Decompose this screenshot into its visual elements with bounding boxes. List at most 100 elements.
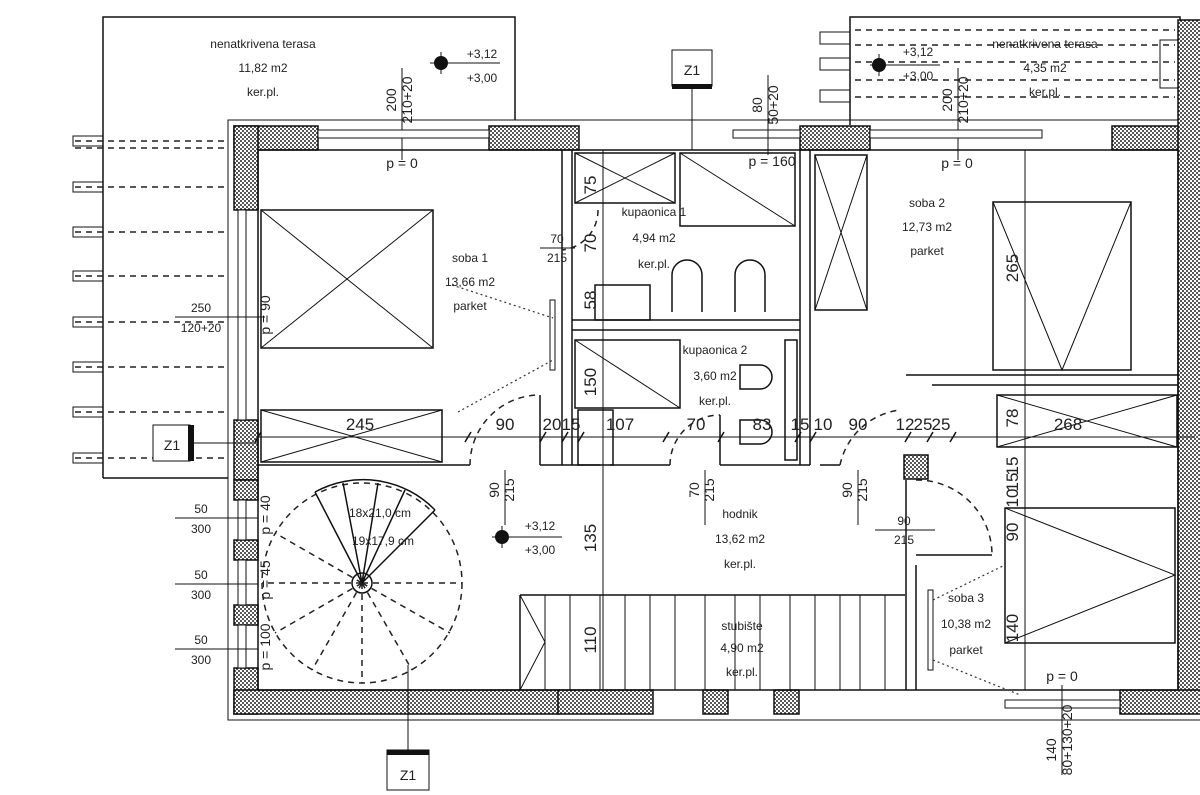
- interior-walls: [257, 149, 1179, 691]
- svg-text:215: 215: [894, 533, 914, 547]
- svg-text:215: 215: [701, 478, 717, 502]
- svg-text:120+20: 120+20: [181, 321, 222, 335]
- svg-text:140: 140: [1043, 738, 1059, 762]
- svg-text:p = 160: p = 160: [748, 153, 795, 169]
- dimension-chain: 245 90 20 15 107 70 83 15 10 90 12 25 25…: [254, 150, 1195, 690]
- svg-text:15: 15: [1003, 473, 1022, 492]
- room-name: soba 3: [948, 591, 984, 605]
- room-floor: parket: [453, 299, 487, 313]
- svg-text:20: 20: [543, 415, 562, 434]
- room-name: nenatkrivena terasa: [992, 37, 1098, 51]
- svg-text:140: 140: [1003, 614, 1022, 642]
- svg-text:p = 100: p = 100: [257, 623, 273, 670]
- room-name: stubište: [721, 619, 763, 633]
- svg-text:215: 215: [854, 478, 870, 502]
- svg-text:300: 300: [191, 588, 211, 602]
- svg-text:135: 135: [581, 524, 600, 552]
- svg-text:90: 90: [839, 482, 855, 498]
- bathtub-1: [679, 152, 796, 227]
- svg-text:70: 70: [581, 234, 600, 253]
- svg-text:+3,12: +3,12: [467, 47, 498, 61]
- parapet-labels: p = 0 p = 0 p = 160 p = 0 p = 90 p = 40 …: [257, 153, 1078, 684]
- svg-text:10: 10: [1003, 489, 1022, 508]
- svg-text:200: 200: [939, 88, 955, 112]
- spiral-staircase: 18x21,0 cm 19x17,9 cm: [261, 478, 463, 684]
- svg-text:15: 15: [562, 415, 581, 434]
- room-labels: soba 1 13,66 m2 parket soba 2 12,73 m2 p…: [445, 196, 991, 679]
- svg-text:p = 40: p = 40: [257, 495, 273, 535]
- level-marker: +3,12 +3,00: [870, 45, 940, 83]
- svg-text:50: 50: [194, 633, 208, 647]
- svg-text:210+20: 210+20: [955, 76, 971, 123]
- room-area: 4,35 m2: [1023, 61, 1067, 75]
- room-area: 12,73 m2: [902, 220, 952, 234]
- section-marker-top: Z1: [671, 49, 713, 150]
- wardrobe-soba2: [814, 154, 868, 311]
- svg-text:110: 110: [581, 626, 600, 653]
- room-name: kupaonica 2: [683, 343, 748, 357]
- svg-text:75: 75: [581, 176, 600, 195]
- bed-soba2: [992, 201, 1132, 372]
- room-area: 4,90 m2: [720, 641, 764, 655]
- svg-text:90: 90: [1003, 523, 1022, 542]
- straight-staircase: [519, 594, 886, 691]
- room-name: nenatkrivena terasa: [210, 37, 316, 51]
- room-name: hodnik: [722, 507, 758, 521]
- svg-text:200: 200: [383, 88, 399, 112]
- svg-text:265: 265: [1003, 254, 1022, 282]
- bed-soba3: [1004, 507, 1177, 644]
- svg-text:90: 90: [897, 514, 911, 528]
- toilet-2: [739, 339, 798, 461]
- svg-text:25: 25: [914, 415, 933, 434]
- svg-text:107: 107: [606, 415, 634, 434]
- svg-text:25: 25: [932, 415, 951, 434]
- room-name: soba 2: [909, 196, 945, 210]
- svg-text:58: 58: [581, 291, 600, 310]
- shower-2: [574, 339, 681, 466]
- room-floor: ker.pl.: [247, 85, 279, 99]
- room-area: 11,82 m2: [238, 61, 287, 75]
- svg-text:50: 50: [194, 502, 208, 516]
- svg-text:90: 90: [486, 482, 502, 498]
- toilets: [594, 259, 766, 321]
- svg-text:83: 83: [753, 415, 772, 434]
- section-marker-bottom: Z1: [386, 665, 430, 791]
- svg-text:+3,00: +3,00: [525, 543, 556, 557]
- svg-text:210+20: 210+20: [399, 76, 415, 123]
- svg-text:15: 15: [1003, 457, 1022, 476]
- svg-text:10: 10: [814, 415, 833, 434]
- svg-text:+3,00: +3,00: [467, 71, 498, 85]
- svg-text:50+20: 50+20: [765, 85, 781, 125]
- svg-text:p = 90: p = 90: [257, 295, 273, 335]
- svg-text:50: 50: [194, 568, 208, 582]
- svg-text:300: 300: [191, 522, 211, 536]
- opening-labels: 80 50+20 250 120+20 70 215 90 215 70 215…: [175, 75, 1075, 775]
- svg-text:70: 70: [550, 232, 564, 246]
- room-floor: parket: [910, 244, 944, 258]
- room-area: 3,60 m2: [693, 369, 737, 383]
- svg-text:150: 150: [581, 368, 600, 396]
- terrace-right: nenatkrivena terasa 4,35 m2 ker.pl. +3,1…: [819, 16, 1181, 160]
- furniture: [260, 152, 1178, 644]
- section-marker-left: Z1: [152, 424, 258, 462]
- svg-text:15: 15: [791, 415, 810, 434]
- room-name: kupaonica 1: [622, 205, 687, 219]
- svg-text:Z1: Z1: [164, 437, 181, 453]
- svg-text:80+130+20: 80+130+20: [1059, 704, 1075, 775]
- svg-text:215: 215: [501, 478, 517, 502]
- wardrobe-soba1: [260, 409, 443, 463]
- level-marker-hodnik: +3,12 +3,00: [492, 519, 562, 557]
- room-area: 13,62 m2: [715, 532, 765, 546]
- svg-text:215: 215: [547, 251, 567, 265]
- svg-text:80: 80: [749, 97, 765, 113]
- svg-text:+3,12: +3,12: [903, 45, 934, 59]
- bed-soba1: [260, 209, 434, 349]
- svg-text:70: 70: [686, 482, 702, 498]
- svg-text:+3,00: +3,00: [903, 69, 934, 83]
- room-area: 4,94 m2: [632, 231, 676, 245]
- shower-1: [574, 152, 676, 204]
- svg-text:300: 300: [191, 653, 211, 667]
- svg-text:p = 45: p = 45: [257, 560, 273, 600]
- svg-text:78: 78: [1003, 409, 1022, 428]
